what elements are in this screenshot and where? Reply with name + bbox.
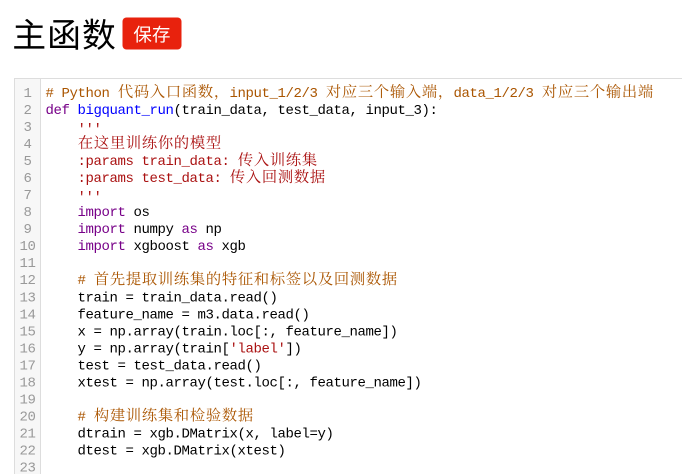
svg-text:test = test_data.read(): test = test_data.read(): [78, 358, 262, 374]
svg-text:]): ]): [286, 341, 302, 357]
svg-text:import: import: [78, 222, 126, 238]
svg-text:22: 22: [19, 444, 35, 460]
svg-text:20: 20: [19, 409, 35, 425]
svg-text:10: 10: [19, 239, 35, 255]
svg-text:15: 15: [19, 324, 35, 340]
svg-text:''': ''': [78, 122, 102, 138]
svg-text:feature_name = m3.data.read(): feature_name = m3.data.read(): [78, 307, 310, 323]
svg-text:dtrain = xgb.DMatrix(x, label=: dtrain = xgb.DMatrix(x, label=y): [78, 427, 334, 443]
svg-text:5: 5: [23, 154, 31, 170]
svg-text:21: 21: [19, 427, 35, 443]
svg-text:# Python: # Python: [46, 86, 110, 102]
svg-text:13: 13: [19, 290, 35, 306]
svg-text:7: 7: [23, 188, 31, 204]
svg-text:as: as: [198, 239, 214, 255]
svg-text:18: 18: [19, 375, 35, 391]
svg-text:14: 14: [19, 307, 35, 323]
svg-text::params train_data:: :params train_data:: [78, 154, 230, 170]
svg-text:11: 11: [19, 256, 35, 272]
svg-text:'label': 'label': [230, 341, 286, 357]
svg-text:x = np.array(train.loc[:, feat: x = np.array(train.loc[:, feature_name]): [78, 324, 398, 340]
svg-text:3: 3: [23, 120, 31, 136]
svg-text:xgboost: xgboost: [134, 239, 190, 255]
svg-text:23: 23: [19, 461, 35, 474]
svg-text:bigquant_run: bigquant_run: [78, 103, 174, 119]
svg-text:(train_data, test_data, input_: (train_data, test_data, input_3):: [174, 103, 438, 119]
svg-text:xtest = np.array(test.loc[:, f: xtest = np.array(test.loc[:, feature_nam…: [78, 375, 422, 391]
svg-text:''': ''': [78, 190, 102, 206]
svg-text:import: import: [78, 205, 126, 221]
svg-text:xgb: xgb: [222, 239, 246, 255]
svg-text:2: 2: [23, 103, 31, 119]
svg-text:4: 4: [23, 137, 31, 153]
svg-text:dtest = xgb.DMatrix(xtest): dtest = xgb.DMatrix(xtest): [78, 444, 286, 460]
svg-text:9: 9: [23, 222, 31, 238]
svg-text:y = np.array(train[: y = np.array(train[: [78, 341, 230, 357]
svg-text:import: import: [78, 239, 126, 255]
svg-text:input_1/2/3: input_1/2/3: [230, 86, 318, 102]
svg-text:12: 12: [19, 273, 35, 289]
svg-text:17: 17: [19, 358, 35, 374]
svg-text:def: def: [46, 103, 70, 119]
svg-text::params test_data:: :params test_data:: [78, 171, 222, 187]
svg-text:6: 6: [23, 171, 31, 187]
svg-text:8: 8: [23, 205, 31, 221]
svg-text:data_1/2/3: data_1/2/3: [454, 86, 534, 102]
svg-text:train = train_data.read(): train = train_data.read(): [78, 290, 278, 306]
svg-text:numpy: numpy: [134, 222, 174, 238]
svg-text:1: 1: [23, 86, 31, 102]
svg-text:np: np: [206, 222, 222, 238]
svg-text:#: #: [78, 273, 86, 289]
svg-text:os: os: [134, 205, 150, 221]
svg-text:as: as: [182, 222, 198, 238]
svg-text:16: 16: [19, 341, 35, 357]
svg-text:19: 19: [19, 392, 35, 408]
svg-text:#: #: [78, 409, 86, 425]
